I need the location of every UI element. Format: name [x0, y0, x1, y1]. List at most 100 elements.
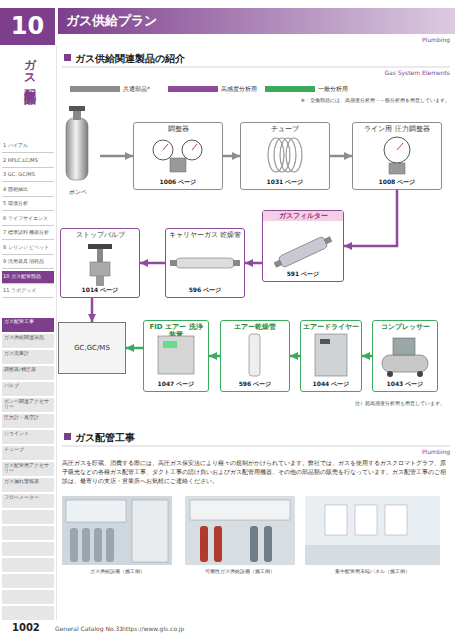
page-reference: 1006 ページ [134, 179, 222, 186]
page-reference: 1031 ページ [241, 179, 329, 186]
compressor-tank [382, 355, 428, 372]
page-title: ガス供給プラン [66, 13, 366, 29]
fitting [274, 259, 283, 267]
page-reference: 1014 ページ [61, 287, 139, 294]
subnav-item: ジョイント [2, 430, 54, 444]
nav-blank [2, 574, 54, 588]
nav-item: 10 ガス配管部品 [2, 271, 54, 284]
product-box: エアードライヤー1044 ページ [300, 320, 362, 392]
regulator-body [170, 158, 186, 172]
gas-cabinet [132, 500, 168, 562]
heading-bullet [64, 54, 71, 61]
subnav-item: ガス供給関連製品 [2, 334, 54, 348]
instrument-box: GC,GC/MS [58, 322, 126, 374]
column-divider [56, 46, 57, 620]
photo-frame [185, 496, 295, 565]
lab-bench [305, 545, 440, 565]
flow-arrow [223, 155, 240, 158]
section-tag: Plumbing [370, 448, 450, 455]
gauge [153, 140, 173, 160]
heading-rule [62, 67, 450, 68]
nav-blank [2, 526, 54, 540]
flow-arrow [91, 298, 94, 322]
gas-cylinder [70, 528, 78, 562]
wheel [417, 371, 423, 377]
dryer-tube [176, 258, 234, 268]
flow-arrow [100, 155, 133, 158]
gas-cylinder [214, 526, 222, 562]
node-title: チューブ [241, 125, 329, 133]
legend-swatch [265, 86, 315, 92]
flow-arrow [330, 155, 352, 158]
page-reference: 596 ページ [221, 381, 289, 388]
page-number: 1002 [12, 622, 57, 634]
product-box: FID エアー 洗浄装置1047 ページ [143, 320, 209, 392]
body-paragraph: 高圧ガスを貯蔵、消費する際には、高圧ガス保安法により種々の規制がかけられています… [62, 458, 447, 485]
section-subtitle: Gas System Elements [300, 69, 450, 76]
product-box: ガスフィルター 591 ページ [262, 210, 344, 282]
subnav-item: フローメーター [2, 494, 54, 508]
section-heading: ガス供給関連製品の紹介 [75, 53, 325, 65]
node-title: ガスフィルター [263, 211, 343, 221]
nav-item: 3 GC, GC/MS [2, 169, 54, 182]
photo-frame [62, 496, 172, 565]
header-band [58, 8, 455, 34]
subnav-item: 圧力計・真空計 [2, 414, 54, 428]
valve-outlet [96, 276, 104, 286]
nav-item: 1 バイアル [2, 140, 54, 153]
nav-item: 11 ラボグッズ [2, 285, 54, 298]
tube-coil [286, 138, 302, 172]
product-box: エアー乾燥管596 ページ [220, 320, 290, 392]
fitting [323, 236, 332, 244]
legend-label: 一般分析用 [318, 85, 348, 92]
photo-caption: 可燃性ガス供給設備（施工例） [185, 568, 295, 574]
chapter-number: 10 [0, 12, 55, 41]
terminal-panel [385, 505, 407, 535]
gas-cylinder [66, 118, 88, 180]
tube-coil [268, 138, 284, 172]
subnav-item: ガス配管用アクセサリー [2, 462, 54, 476]
gauge-needle [192, 144, 197, 150]
subnav-item: チューブ [2, 446, 54, 460]
gas-cylinder [250, 526, 258, 562]
subnav-item: ボンベ関連アクセサリー [2, 398, 54, 412]
subnav-item: ガス流量計 [2, 350, 54, 364]
flow-arrow [344, 190, 397, 246]
nav-blank [2, 558, 54, 572]
terminal-panel [355, 505, 377, 535]
legend-label: 共通部品* [123, 85, 150, 92]
gas-cylinder [106, 528, 114, 562]
gas-cylinder [264, 526, 272, 562]
gas-cylinder [82, 528, 90, 562]
section-tag: Plumbing [370, 36, 450, 43]
subnav-item: ガス配管工事 [2, 318, 54, 332]
tube-coil [280, 138, 296, 172]
gauge-needle [397, 143, 403, 150]
gas-panel [190, 500, 290, 520]
gas-cylinder [200, 526, 208, 562]
chapter-name: ガス配管部品 [21, 50, 37, 84]
unit-panel [320, 339, 330, 344]
nav-item: 5 環境分析 [2, 198, 54, 211]
flow-arrow [290, 355, 300, 358]
nav-blank [2, 542, 54, 556]
legend-label: 高感度分析用 [221, 85, 257, 92]
page-reference: 591 ページ [263, 271, 343, 278]
photo-caption: 集中配管用末端パネル（施工例） [305, 568, 440, 574]
flow-arrow [245, 262, 262, 265]
cleaner-unit [158, 336, 194, 374]
nav-item: 2 HPLC,LC/MS [2, 155, 54, 168]
product-box: コンプレッサー1043 ページ [372, 320, 438, 392]
unit-display [163, 341, 177, 348]
node-title: ライン用 圧力調整器 [353, 125, 441, 133]
note-text: ※：交換部品には、高感度分析用・一般分析用を用意しています。 [230, 97, 450, 103]
footer-url: https://www.gls.co.jp [122, 625, 242, 632]
page-reference: 1008 ページ [353, 179, 441, 186]
cylinder-neck [73, 110, 81, 120]
photo-frame [305, 496, 440, 565]
page-reference: 1043 ページ [373, 381, 437, 388]
subnav-item: 調整器/精圧器 [2, 366, 54, 380]
heading-rule [62, 446, 450, 447]
compressor-motor [393, 338, 415, 355]
